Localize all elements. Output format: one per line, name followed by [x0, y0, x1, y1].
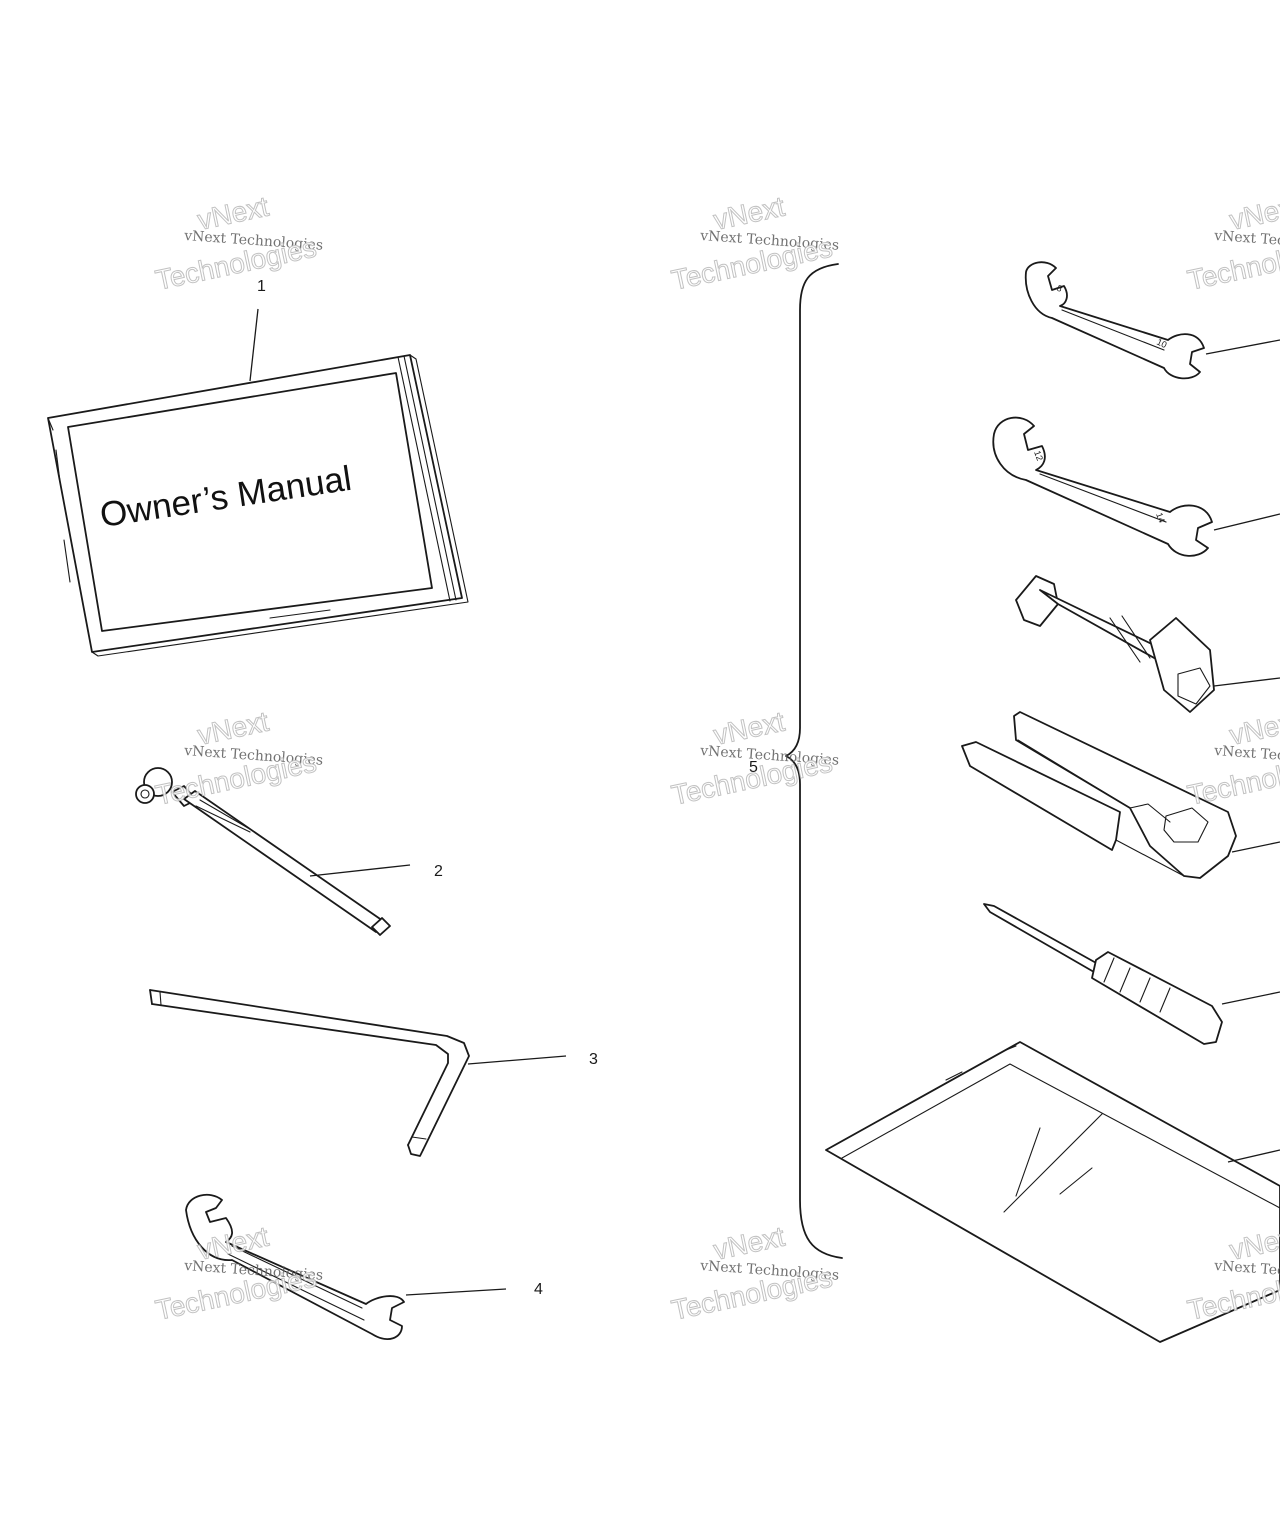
watermark-2: vNext vNext Technologies Technologies [668, 190, 839, 296]
watermark-1: vNext vNext Technologies Technologies [152, 190, 323, 296]
callout-1: 1 [257, 278, 266, 295]
hex-key [149, 989, 470, 1157]
watermark-7: vNext vNext Technologies Technologies [152, 1220, 323, 1326]
leader-4 [405, 1288, 507, 1296]
kit-bar-tool [961, 711, 1237, 879]
kit-bracket [785, 263, 843, 1259]
leader-3 [467, 1055, 567, 1065]
kit-plug-socket [1015, 575, 1215, 713]
kit-tool-bag [825, 1041, 1280, 1343]
leader-kit-3 [1213, 677, 1280, 687]
leader-1 [249, 308, 259, 382]
leader-kit-2 [1213, 513, 1280, 531]
kit-wrench-12-14: 12 14 [992, 416, 1213, 557]
wrench-size-14: 14 [1154, 511, 1167, 524]
owners-manual: Owner’s Manual [47, 354, 469, 657]
callout-2: 2 [434, 863, 443, 880]
watermark-4: vNext vNext Technologies Technologies [152, 705, 323, 811]
callout-5: 5 [749, 759, 758, 776]
kit-wrench-8-10: 8 10 [1024, 261, 1205, 380]
small-wrench [185, 1193, 405, 1340]
callout-3: 3 [589, 1051, 598, 1068]
watermark-5: vNext vNext Technologies Technologies [668, 705, 839, 811]
leader-kit-4 [1231, 841, 1280, 853]
leader-kit-1 [1205, 339, 1280, 355]
leader-kit-5 [1221, 991, 1280, 1005]
callout-4: 4 [534, 1281, 543, 1298]
leader-2 [309, 864, 411, 877]
kit-screwdriver [983, 903, 1223, 1045]
wrench-size-10: 10 [1155, 337, 1168, 350]
watermark-6: vNext vNext Technologies Technologies [1184, 705, 1280, 811]
wrench-size-8: 8 [1055, 283, 1064, 294]
watermark-3: vNext vNext Technologies Technologies [1184, 190, 1280, 296]
leader-kit-6 [1227, 1149, 1280, 1163]
watermark-8: vNext vNext Technologies Technologies [668, 1220, 839, 1326]
pin-tool [135, 767, 391, 936]
wrench-size-12: 12 [1032, 449, 1045, 462]
